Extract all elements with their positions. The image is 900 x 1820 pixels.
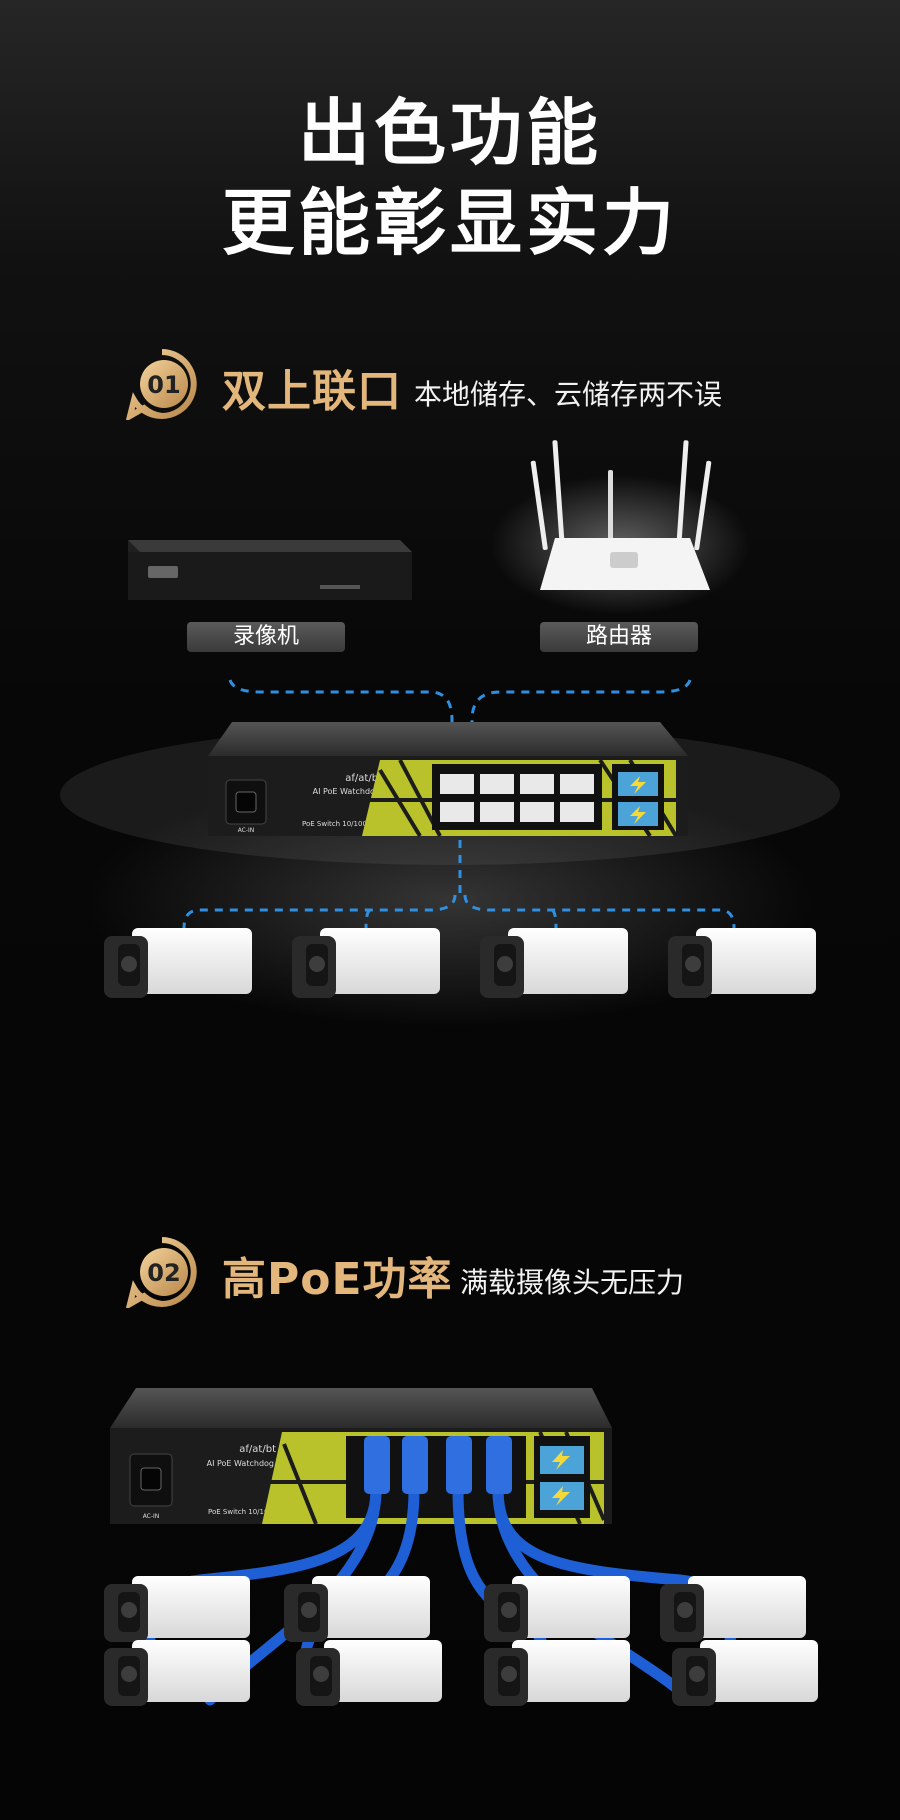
svg-text:af/at/bt: af/at/bt xyxy=(239,1444,276,1455)
badge-icon: 02 xyxy=(126,1237,197,1308)
svg-text:AC-IN: AC-IN xyxy=(238,827,255,834)
hero-title-line1: 出色功能 xyxy=(297,91,602,175)
svg-text:AI PoE Watchdog: AI PoE Watchdog xyxy=(313,787,380,796)
nvr-icon xyxy=(128,540,412,600)
svg-text:af/at/bt: af/at/bt xyxy=(345,773,382,784)
svg-text:AI PoE Watchdog: AI PoE Watchdog xyxy=(207,1459,274,1468)
section-number: 02 xyxy=(147,1259,180,1287)
section-title: 双上联口 xyxy=(222,366,402,417)
router-icon xyxy=(490,440,750,615)
section-subtitle: 满载摄像头无压力 xyxy=(460,1266,685,1299)
svg-text:PoE Switch 10/100M: PoE Switch 10/100M xyxy=(208,1508,279,1516)
camera-icon xyxy=(104,928,816,998)
poe-switch-icon: AC-IN af/at/bt AI PoE Watchdog PoE Switc… xyxy=(60,722,840,865)
hero-title-line2: 更能彰显实力 xyxy=(221,181,678,265)
network-diagram-uplink: AC-IN af/at/bt AI PoE Watchdog PoE Switc… xyxy=(60,440,840,998)
svg-text:PoE Switch 10/100M: PoE Switch 10/100M xyxy=(302,820,373,828)
router-label: 路由器 xyxy=(540,622,698,652)
section-title: 高PoE功率 xyxy=(222,1254,453,1305)
section-number: 01 xyxy=(147,371,180,399)
camera-icon xyxy=(104,1576,818,1706)
poe-switch-icon: AC-IN af/at/bt AI PoE Watchdog PoE Switc… xyxy=(110,1388,612,1525)
nvr-label: 录像机 xyxy=(187,622,345,652)
section-subtitle: 本地储存、云储存两不误 xyxy=(414,378,723,411)
svg-text:AC-IN: AC-IN xyxy=(143,1513,160,1520)
network-diagram-poe-power: AC-IN af/at/bt AI PoE Watchdog PoE Switc… xyxy=(104,1388,818,1706)
badge-icon: 01 xyxy=(126,349,197,420)
